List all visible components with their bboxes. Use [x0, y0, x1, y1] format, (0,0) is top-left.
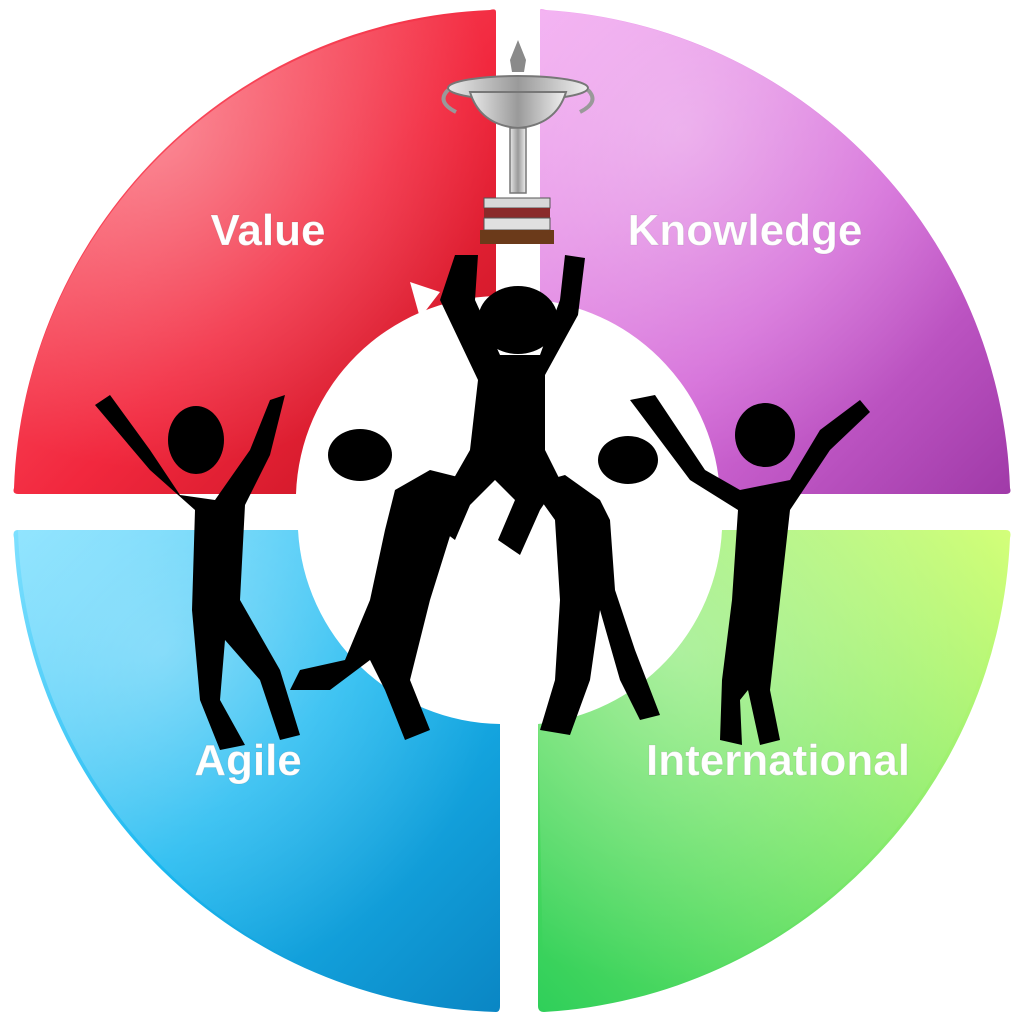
- knowledge-label: Knowledge: [628, 206, 863, 255]
- lifted-figure-center: [435, 255, 585, 555]
- trophy-icon: [441, 40, 595, 244]
- lifting-figure-right: [530, 436, 660, 735]
- cycle-arrow-icon: [410, 282, 440, 318]
- quadrant-knowledge: [540, 9, 1011, 494]
- quadrant-international: [538, 530, 1011, 1012]
- quadrant-agile: [13, 530, 500, 1012]
- lifting-figure-left: [290, 429, 470, 740]
- quadrant-value: [13, 9, 496, 494]
- international-label: International: [646, 736, 910, 785]
- value-label: Value: [211, 206, 326, 255]
- agile-label: Agile: [194, 736, 302, 785]
- dancing-figure-left: [95, 395, 300, 750]
- dancing-figure-right: [630, 395, 870, 745]
